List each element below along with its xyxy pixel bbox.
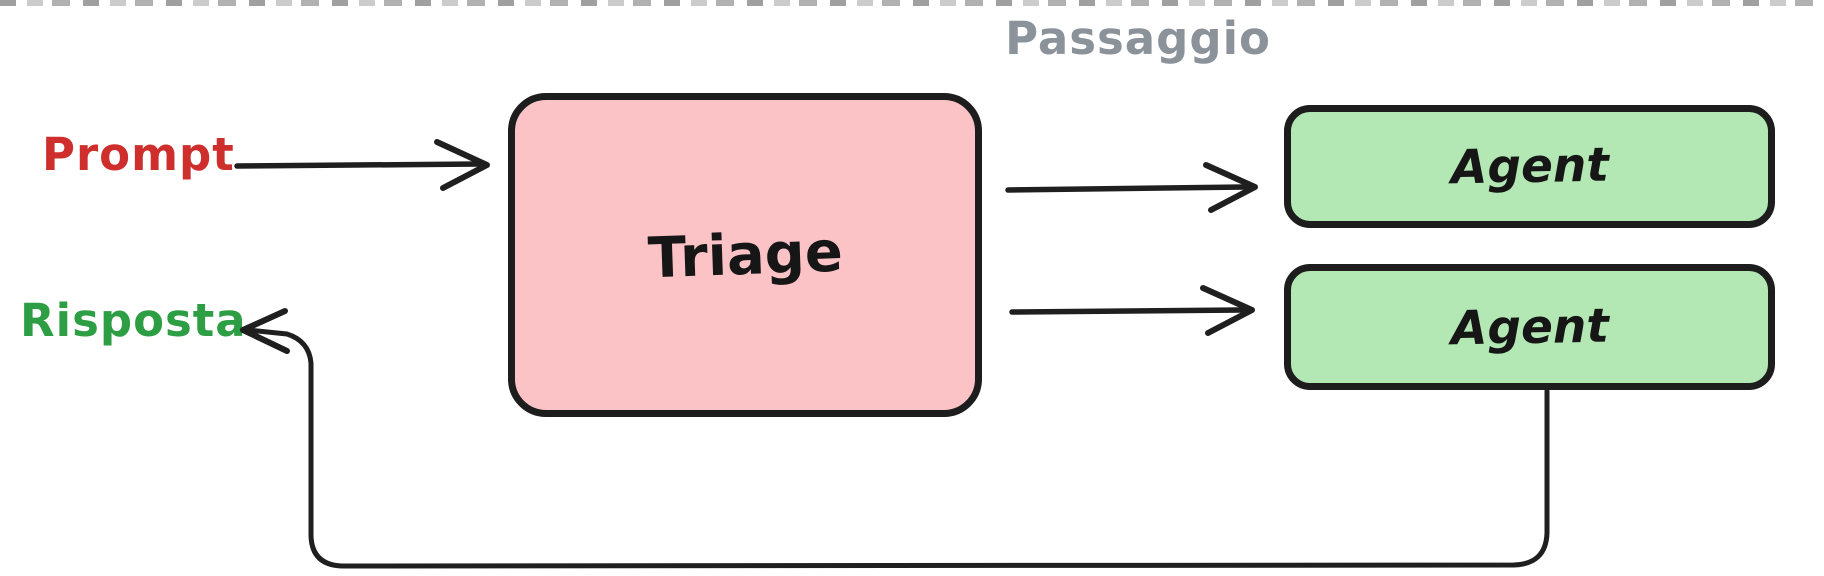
label-passaggio: Passaggio xyxy=(1005,12,1271,65)
node-agent-1-label: Agent xyxy=(1450,137,1609,196)
top-edge-artifacts xyxy=(0,0,1824,6)
edge-triage-to-agent-2-arrowhead xyxy=(1200,285,1255,336)
label-prompt: Prompt xyxy=(42,128,235,181)
node-triage-label: Triage xyxy=(646,219,844,291)
edge-prompt-to-triage-arrowhead xyxy=(434,139,490,191)
edge-triage-to-agent-1-shaft xyxy=(1005,184,1249,193)
edge-triage-to-agent-2-shaft xyxy=(1009,307,1246,315)
label-risposta: Risposta xyxy=(20,294,247,347)
edge-triage-to-agent-1-arrowhead xyxy=(1203,162,1258,213)
edge-agent-2-to-risposta-arrowhead xyxy=(240,308,290,354)
node-triage: Triage xyxy=(508,93,982,417)
node-agent-2-label: Agent xyxy=(1450,298,1609,356)
node-agent-2: Agent xyxy=(1284,264,1775,390)
edge-prompt-to-triage-shaft xyxy=(234,161,483,169)
node-agent-1: Agent xyxy=(1284,105,1775,228)
